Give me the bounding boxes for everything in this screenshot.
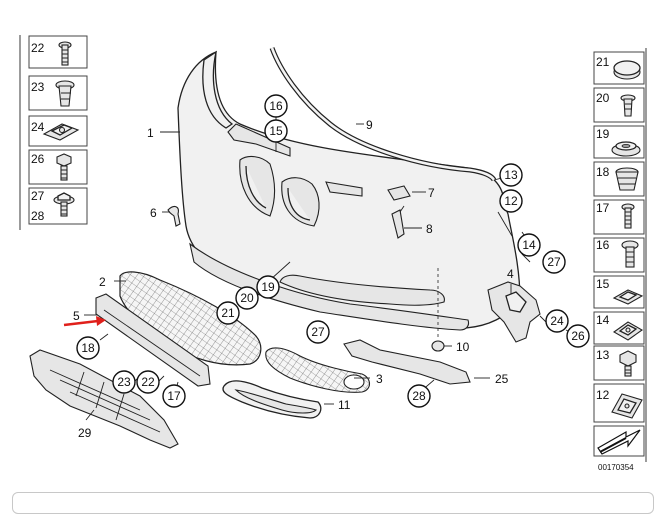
- hex-nut-icon: [619, 350, 637, 377]
- document-number: 00170354: [598, 463, 634, 472]
- callout-4: 4: [507, 267, 514, 281]
- callout-1: 1: [147, 126, 154, 140]
- left-parts-column: 22 23 24 26 27 28: [19, 35, 88, 230]
- right-label-15: 15: [596, 277, 610, 291]
- callout-6: 6: [150, 206, 157, 220]
- callout-10: 10: [456, 340, 470, 354]
- screw-icon: [58, 41, 72, 66]
- expanding-rivet-icon: [621, 203, 635, 229]
- callout-26: 26: [571, 329, 585, 343]
- left-box-23: [28, 75, 88, 111]
- callout-2: 2: [99, 275, 106, 289]
- callout-19: 19: [261, 280, 275, 294]
- right-box-17: [593, 199, 645, 235]
- callout-8: 8: [426, 222, 433, 236]
- right-label-21: 21: [596, 55, 610, 69]
- left-label-24: 24: [31, 120, 45, 134]
- cap-part-7: [387, 185, 411, 201]
- callout-25: 25: [495, 372, 509, 386]
- callout-12: 12: [504, 194, 518, 208]
- right-label-12: 12: [596, 388, 610, 402]
- right-box-20: [593, 87, 645, 123]
- callout-9: 9: [366, 118, 373, 132]
- right-label-19: 19: [596, 127, 610, 141]
- diagram-canvas: 22 23 24 26 27 28: [19, 35, 647, 472]
- callout-5: 5: [73, 309, 80, 323]
- right-label-13: 13: [596, 348, 610, 362]
- callout-28: 28: [412, 389, 426, 403]
- flange-screw-icon: [53, 192, 75, 217]
- callout-21: 21: [221, 306, 235, 320]
- left-box-22: [28, 35, 88, 69]
- callout-14: 14: [522, 238, 536, 252]
- support-bracket-25: [343, 339, 471, 385]
- clip-part-6: [167, 205, 181, 227]
- callout-20: 20: [240, 291, 254, 305]
- nut-part-10: [431, 340, 445, 352]
- callout-23: 23: [117, 375, 131, 389]
- left-label-23: 23: [31, 80, 45, 94]
- callout-3: 3: [376, 372, 383, 386]
- bracket-clip-icon: [611, 393, 643, 419]
- spring-nut-icon: [612, 321, 644, 341]
- right-box-13: [593, 345, 645, 381]
- expansion-nut-icon: [55, 80, 75, 107]
- callout-13: 13: [504, 168, 518, 182]
- support-frame-29: [29, 349, 179, 449]
- callout-29: 29: [78, 426, 92, 440]
- torx-bolt-icon: [621, 240, 639, 268]
- clip-nut-icon: [42, 123, 80, 141]
- callout-7: 7: [428, 186, 435, 200]
- right-label-20: 20: [596, 91, 610, 105]
- callout-18: 18: [81, 341, 95, 355]
- highlight-arrow-head: [96, 316, 106, 326]
- square-clip-icon: [612, 289, 644, 305]
- grommet-icon: [611, 141, 641, 157]
- parts-diagram: 22 23 24 26 27 28: [19, 35, 647, 472]
- hex-screw-icon: [56, 153, 72, 181]
- bracket-part-8: [391, 209, 405, 239]
- callout-11: 11: [338, 398, 351, 412]
- right-box-15: [593, 275, 645, 309]
- left-box-27-28: [28, 187, 88, 225]
- right-label-14: 14: [596, 313, 610, 327]
- left-label-26: 26: [31, 152, 45, 166]
- highlight-arrow: [63, 319, 99, 327]
- right-parts-column: 21 20 19 18 17: [593, 48, 647, 472]
- callout-24: 24: [550, 314, 564, 328]
- right-label-18: 18: [596, 165, 610, 179]
- callout-16: 16: [269, 99, 283, 113]
- callout-27-right: 27: [547, 255, 561, 269]
- left-label-28: 28: [31, 209, 45, 223]
- right-label-16: 16: [596, 238, 610, 252]
- push-rivet-icon: [620, 94, 636, 117]
- callouts: 1 2 3 4 5 6 7 8 9 10 11 12 13 14 15 16 1…: [73, 94, 590, 440]
- round-cap-icon: [613, 60, 641, 80]
- bumper-seal-inner: [270, 47, 496, 181]
- left-box-26: [28, 149, 88, 185]
- callout-22: 22: [141, 375, 155, 389]
- right-label-17: 17: [596, 201, 610, 215]
- orientation-arrow-icon: [593, 425, 645, 457]
- bottom-panel-edge: [12, 492, 654, 514]
- left-label-22: 22: [31, 41, 45, 55]
- callout-15: 15: [269, 124, 283, 138]
- rubber-buffer-icon: [615, 167, 639, 191]
- bracket-part-4: [487, 281, 541, 343]
- left-label-27: 27: [31, 189, 45, 203]
- callout-17: 17: [167, 389, 181, 403]
- callout-27-center: 27: [311, 325, 325, 339]
- bumper-cover: [177, 50, 521, 331]
